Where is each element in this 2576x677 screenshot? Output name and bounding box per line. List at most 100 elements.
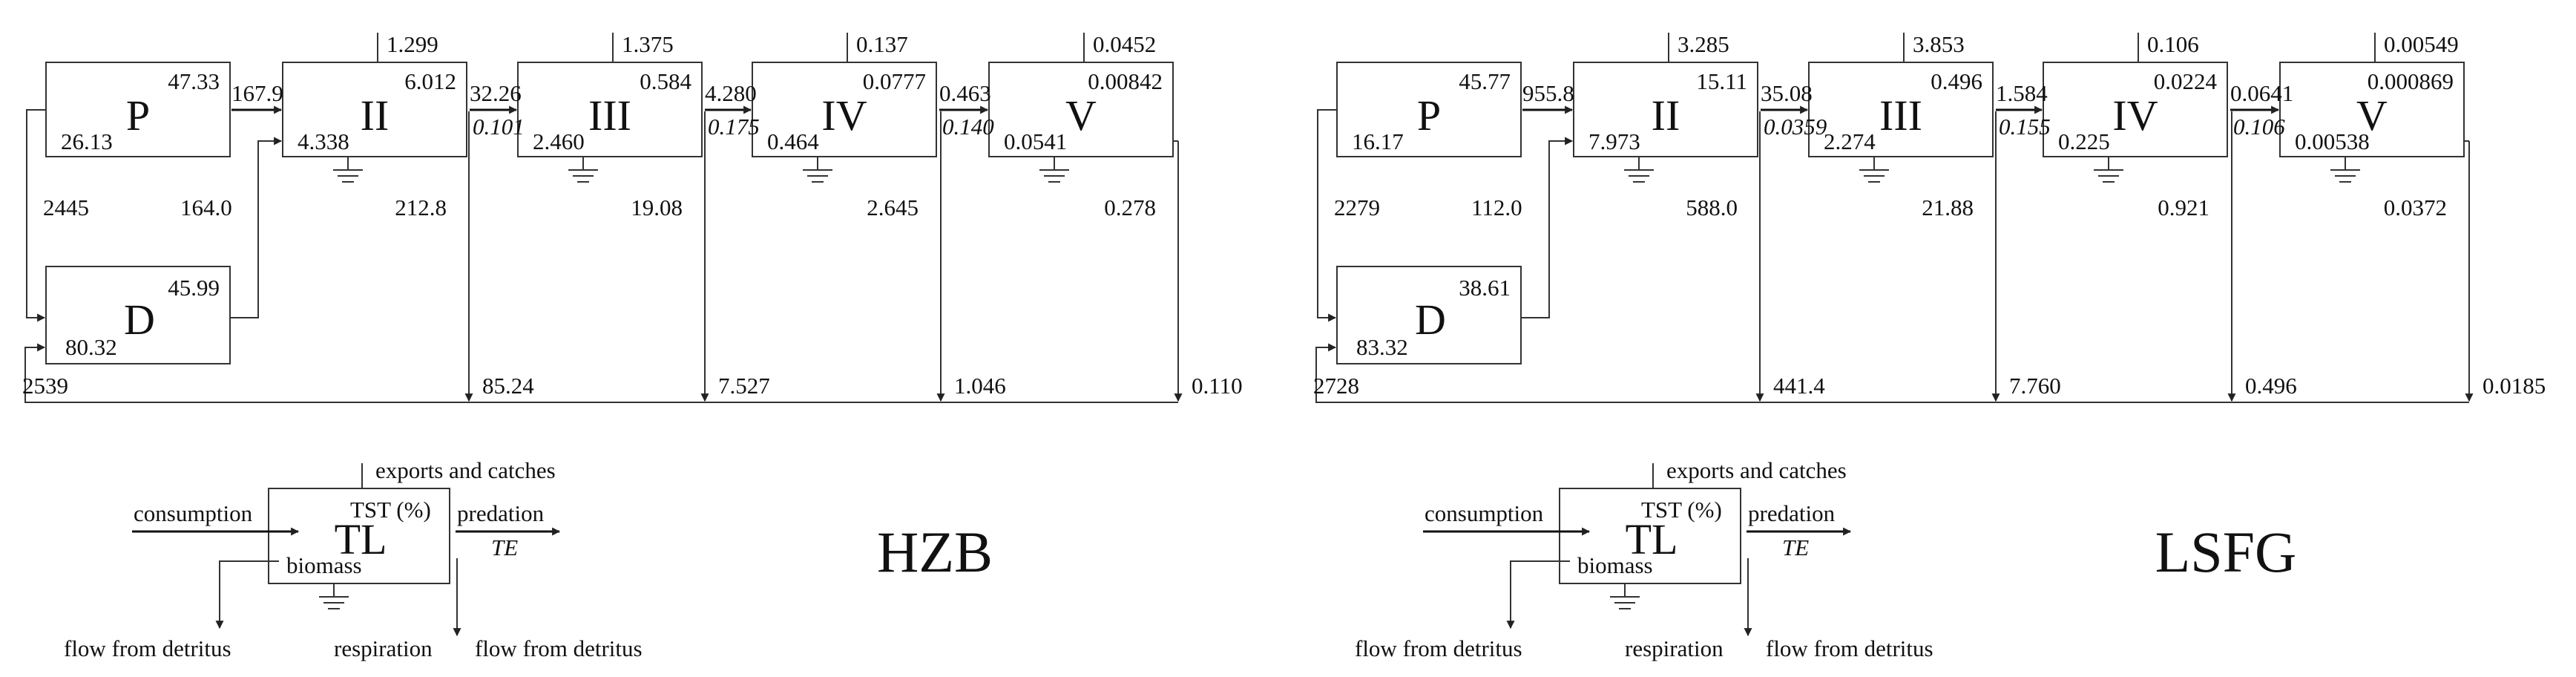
level-box-frame <box>988 62 1174 157</box>
level-biomass: 0.225 <box>2058 128 2110 154</box>
legend-tl: TL <box>335 515 387 563</box>
export-value: 0.137 <box>856 31 908 57</box>
legend-flow-detritus-left-arrow <box>215 560 279 629</box>
legend-exports: exports and catches <box>375 457 556 483</box>
to-detritus-value: 19.08 <box>631 194 683 220</box>
level-tst: 6.012 <box>404 68 456 94</box>
level-box-frame <box>2043 62 2228 157</box>
transfer-efficiency: 0.0359 <box>1764 114 1827 140</box>
detritus-label: D <box>1415 295 1446 344</box>
legend-tst: TST (%) <box>350 497 431 523</box>
legend-respiration-ground-icon <box>319 583 349 609</box>
from-detritus-value: 0.0185 <box>2483 373 2546 399</box>
detritus-drop-2: 212.8 85.24 <box>395 111 534 402</box>
export-value: 1.375 <box>622 31 674 57</box>
respiration-ground-icon <box>1624 157 1654 183</box>
flow-arrow-p-d <box>1317 109 1337 322</box>
panels: HZBP26.1347.33II4.3386.0121.299III2.4600… <box>22 31 2546 584</box>
legend-flow-detritus-left-arrow <box>1506 560 1570 629</box>
detritus-box-frame <box>45 266 231 364</box>
level-biomass: 0.00538 <box>2295 128 2370 154</box>
level-label: II <box>361 91 390 140</box>
transfer-efficiency: 0.101 <box>473 114 525 140</box>
return-flow-value: 2728 <box>1313 373 1359 399</box>
from-detritus-value: 85.24 <box>482 373 534 399</box>
level-label: IV <box>2112 91 2158 140</box>
flow-value-p-d: 2279 <box>1334 194 1380 220</box>
level-box-frame <box>1808 62 1994 157</box>
level-biomass: 4.338 <box>298 128 349 154</box>
legend-flow-detritus-right: flow from detritus <box>475 635 643 661</box>
panel-hzb: HZBP26.1347.33II4.3386.0121.299III2.4600… <box>22 31 1243 584</box>
legend-box <box>268 488 450 584</box>
panel-title: LSFG <box>2155 520 2297 584</box>
level-tst: 45.77 <box>1459 68 1511 94</box>
from-detritus-value: 7.760 <box>2009 373 2061 399</box>
transfer-efficiency: 0.155 <box>1999 114 2051 140</box>
level-label: III <box>1879 91 1922 140</box>
flow-value-d-ii: 112.0 <box>1471 194 1522 220</box>
respiration-ground-icon <box>568 157 598 183</box>
transfer-flow: 4.280 <box>705 80 757 106</box>
from-detritus-value: 0.110 <box>1192 373 1243 399</box>
to-detritus-value: 0.0372 <box>2384 194 2447 220</box>
level-label: P <box>1417 91 1441 140</box>
export-value: 0.00549 <box>2384 31 2459 57</box>
respiration-ground-icon <box>333 157 363 183</box>
legend-respiration: respiration <box>1625 635 1724 661</box>
export-value: 3.285 <box>1678 31 1729 57</box>
export-value: 0.0452 <box>1093 31 1156 57</box>
level-biomass: 2.460 <box>533 128 585 154</box>
transfer-efficiency: 0.175 <box>708 114 760 140</box>
transfer-flow: 35.08 <box>1761 80 1813 106</box>
level-box-frame <box>282 62 467 157</box>
detritus-tst: 38.61 <box>1459 275 1511 301</box>
respiration-ground-icon <box>2330 157 2360 183</box>
flow-arrow-d-ii <box>230 137 283 318</box>
to-detritus-value: 212.8 <box>395 194 447 220</box>
flow-value-p-ii: 955.8 <box>1522 80 1574 106</box>
detritus-biomass: 80.32 <box>65 334 117 360</box>
level-biomass: 26.13 <box>61 128 113 154</box>
legend-respiration: respiration <box>334 635 433 661</box>
panel-title: HZB <box>877 520 993 584</box>
legend-biomass: biomass <box>1577 552 1653 578</box>
level-box-frame <box>752 62 937 157</box>
legend-flow-detritus-left: flow from detritus <box>64 635 231 661</box>
detritus-drop-5: 0.0372 0.0185 <box>2384 140 2546 402</box>
return-flow-arrow <box>24 343 1178 403</box>
legend-biomass: biomass <box>286 552 362 578</box>
level-biomass: 0.0541 <box>1004 128 1067 154</box>
respiration-ground-icon <box>1859 157 1889 183</box>
flow-value-p-d: 2445 <box>43 194 89 220</box>
level-box-frame <box>517 62 703 157</box>
flow-value-p-ii: 167.9 <box>231 80 283 106</box>
level-box-frame <box>2279 62 2465 157</box>
to-detritus-value: 2.645 <box>867 194 919 220</box>
flow-value-d-ii: 164.0 <box>180 194 232 220</box>
level-label: P <box>126 91 150 140</box>
from-detritus-value: 0.496 <box>2245 373 2297 399</box>
transfer-3-4: 4.280 0.175 <box>705 80 760 140</box>
detritus-drop-3: 21.887.760 <box>1922 111 2061 402</box>
from-detritus-value: 441.4 <box>1773 373 1825 399</box>
respiration-ground-icon <box>803 157 832 183</box>
transfer-flow: 0.463 <box>939 80 991 106</box>
